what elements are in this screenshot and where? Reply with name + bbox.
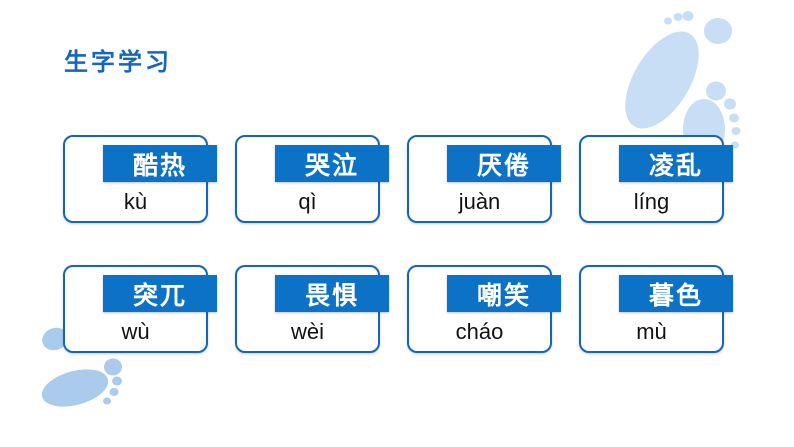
pinyin-label: líng [633,189,670,214]
word-banner: 突兀 [103,275,217,312]
pinyin-label: cháo [455,319,504,344]
footprints-icon [625,11,741,159]
vocab-card: 凌乱 líng [579,135,733,223]
pinyin-label: qì [298,189,317,214]
vocab-card: 酷热 kù [63,135,217,223]
page-title: 生字学习 [64,49,172,76]
vocab-card: 哭泣 qì [235,135,389,223]
pinyin-label: wèi [290,319,324,344]
card-row-1: 酷热 kù 哭泣 qì 厌倦 juàn 凌乱 líng [63,135,733,223]
pinyin-label: kù [123,189,148,214]
vocab-card: 突兀 wù [63,265,217,353]
card-row-2: 突兀 wù 畏惧 wèi 嘲笑 cháo 暮色 mù [63,265,733,353]
vocab-card: 厌倦 juàn [407,135,561,223]
vocab-card: 暮色 mù [579,265,733,353]
vocab-card: 畏惧 wèi [235,265,389,353]
word-banner: 厌倦 [447,145,561,182]
vocab-card: 嘲笑 cháo [407,265,561,353]
pinyin-label: mù [636,319,667,344]
word-banner: 酷热 [103,145,217,182]
pinyin-label: juàn [458,189,501,214]
word-banner: 凌乱 [619,145,733,182]
word-banner: 畏惧 [275,275,389,312]
pinyin-label: wù [121,319,150,344]
word-banner: 嘲笑 [447,275,561,312]
word-banner: 暮色 [619,275,733,312]
word-banner: 哭泣 [275,145,389,182]
footprint-icon [41,327,122,407]
